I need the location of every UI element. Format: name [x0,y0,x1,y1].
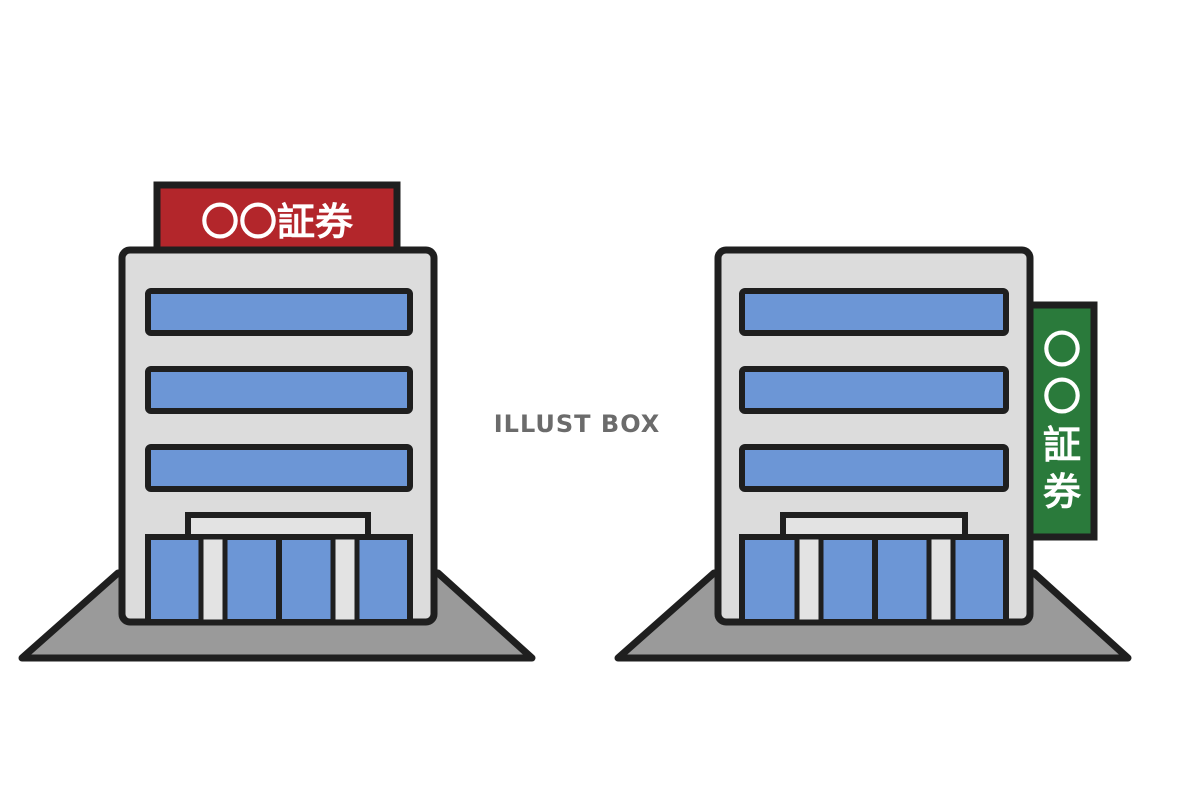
window-band [145,288,413,336]
window-band [145,444,413,492]
side-sign-char: 〇 [1043,328,1081,372]
side-sign-char: 〇 [1043,375,1081,419]
window-band [739,366,1009,414]
entrance-canopy [780,512,968,540]
side-sign-building: 〇 〇 証 券 [614,246,1132,662]
rooftop-sign-building: 〇〇証券 [18,181,536,662]
entrance-canopy [185,512,371,540]
entrance-doors [739,534,1009,625]
rooftop-sign-text: 〇〇証券 [201,200,354,244]
watermark-text: ILLUST BOX [494,410,661,438]
window-band [739,444,1009,492]
window-band [145,366,413,414]
rooftop-sign-board [153,181,401,255]
side-sign-char: 券 [1043,470,1082,514]
entrance-doors [145,534,413,625]
window-band [739,288,1009,336]
side-sign-char: 証 [1043,423,1081,467]
